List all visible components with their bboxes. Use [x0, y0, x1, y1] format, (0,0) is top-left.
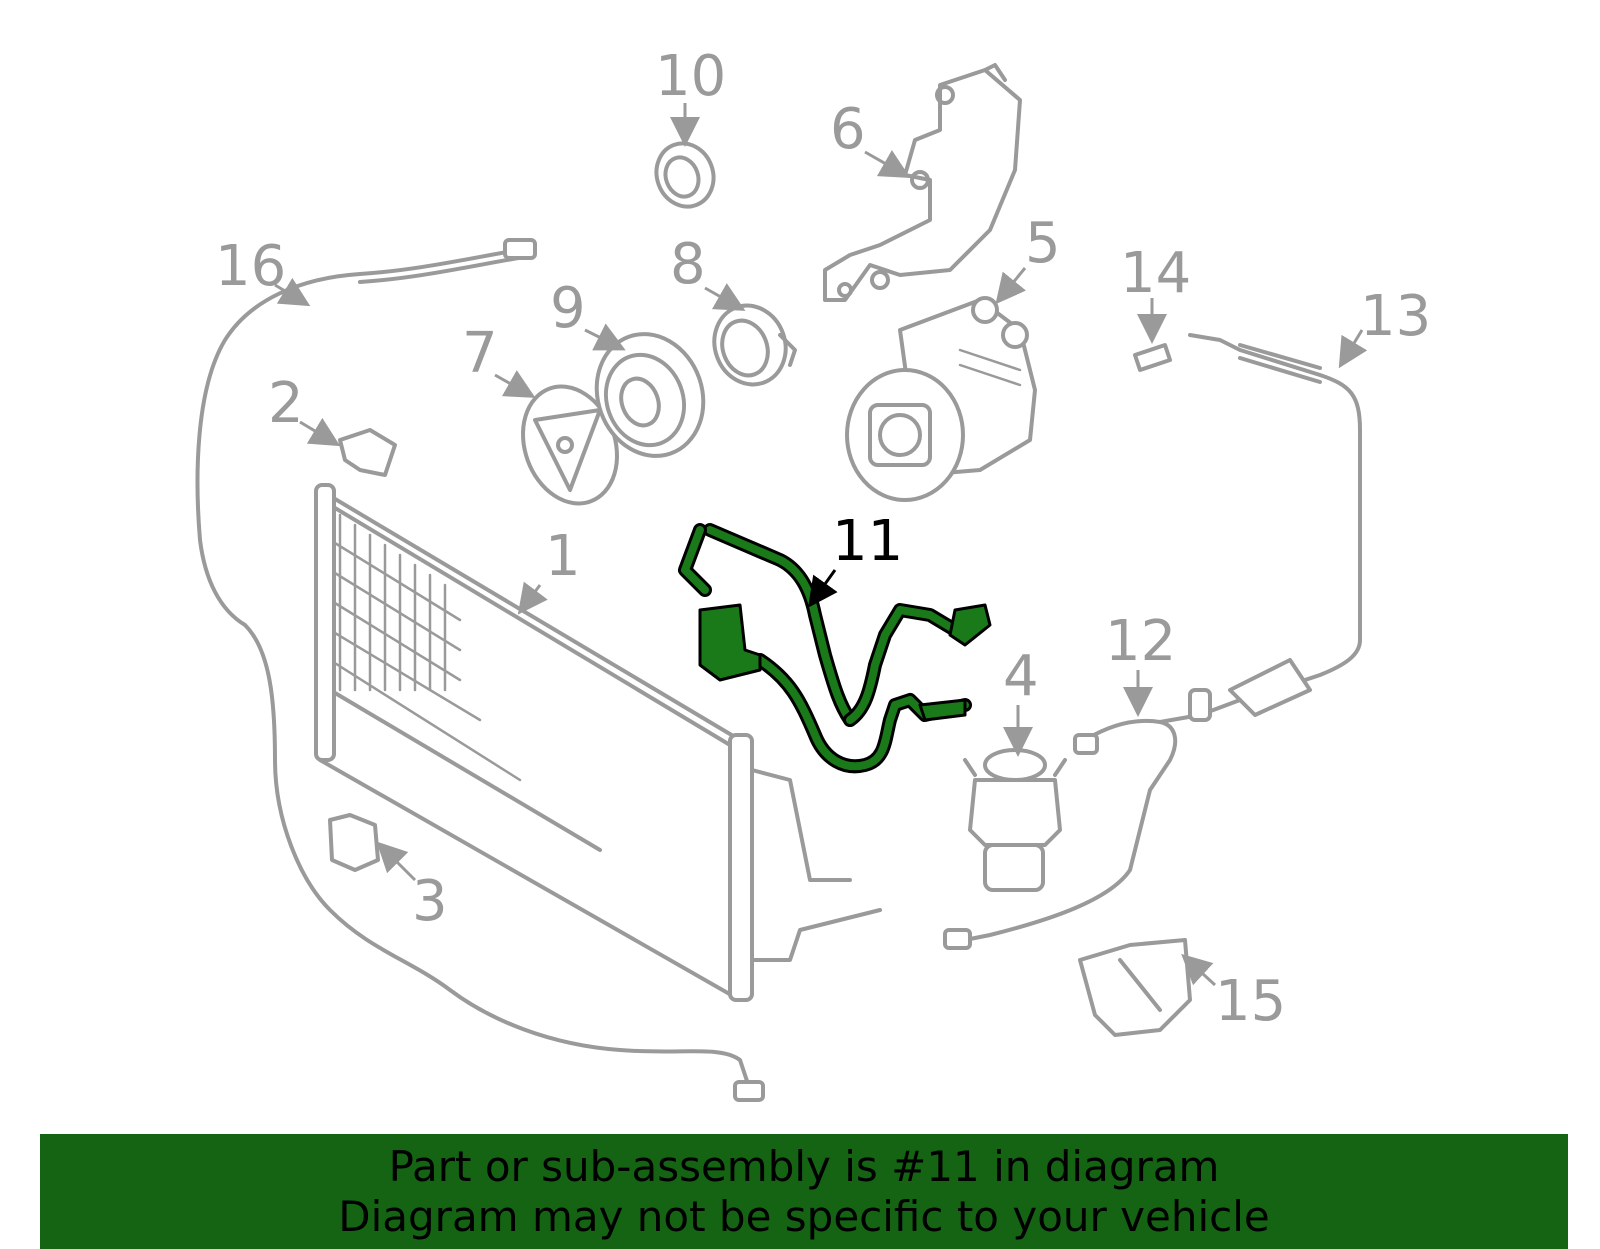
info-banner: Part or sub-assembly is #11 in diagram D…	[40, 1134, 1568, 1249]
callout-label: 2	[268, 371, 304, 436]
callout-label: 10	[655, 44, 726, 109]
callout-7: 7	[462, 321, 536, 398]
callout-4: 4	[1003, 644, 1039, 757]
callout-label: 12	[1105, 609, 1176, 674]
parts-diagram: 1 2 3 4 5 6 7 8 9 10 11 12	[195, 44, 1431, 1102]
part-4-switch	[963, 748, 1067, 892]
banner-line-2: Diagram may not be specific to your vehi…	[338, 1191, 1270, 1241]
callout-label: 11	[832, 509, 903, 574]
callout-label: 4	[1003, 644, 1039, 709]
part-10-bearing	[654, 141, 716, 209]
callout-1: 1	[517, 524, 581, 615]
callout-label: 7	[462, 321, 498, 386]
part-5-compressor	[845, 296, 1037, 502]
callout-12: 12	[1105, 609, 1176, 717]
callout-14: 14	[1120, 241, 1191, 344]
callout-11: 11	[808, 509, 903, 608]
part-14-fitting	[1133, 343, 1172, 372]
part-9-pulley	[594, 332, 706, 458]
callout-label: 3	[412, 869, 448, 934]
callout-label: 15	[1215, 969, 1286, 1034]
callout-5: 5	[995, 211, 1061, 305]
callout-label: 5	[1025, 211, 1061, 276]
callout-label: 6	[830, 97, 866, 162]
part-7-clutch-plate	[520, 384, 620, 506]
callout-13: 13	[1338, 284, 1431, 369]
callout-6: 6	[830, 97, 911, 178]
part-13-hose	[1188, 333, 1362, 717]
callout-9: 9	[550, 276, 626, 351]
callout-3: 3	[376, 841, 448, 934]
callout-8: 8	[670, 232, 746, 311]
callout-16: 16	[215, 234, 311, 307]
banner-line-1: Part or sub-assembly is #11 in diagram	[388, 1141, 1220, 1191]
callout-label: 13	[1360, 284, 1431, 349]
callout-label: 1	[545, 524, 581, 589]
callout-label: 8	[670, 232, 706, 297]
part-3-bracket	[328, 813, 380, 872]
part-1-condenser	[314, 483, 882, 1002]
callout-10: 10	[655, 44, 726, 147]
part-2-clip	[338, 428, 397, 477]
part-15-mount	[1078, 938, 1192, 1037]
callout-2: 2	[268, 371, 341, 447]
callout-label: 16	[215, 234, 286, 299]
callout-label: 9	[550, 276, 586, 341]
part-11-hose-assembly	[678, 523, 992, 774]
callout-label: 14	[1120, 241, 1191, 306]
callout-15: 15	[1181, 953, 1286, 1034]
part-8-coil	[712, 303, 797, 387]
part-12-pipe	[943, 688, 1242, 950]
